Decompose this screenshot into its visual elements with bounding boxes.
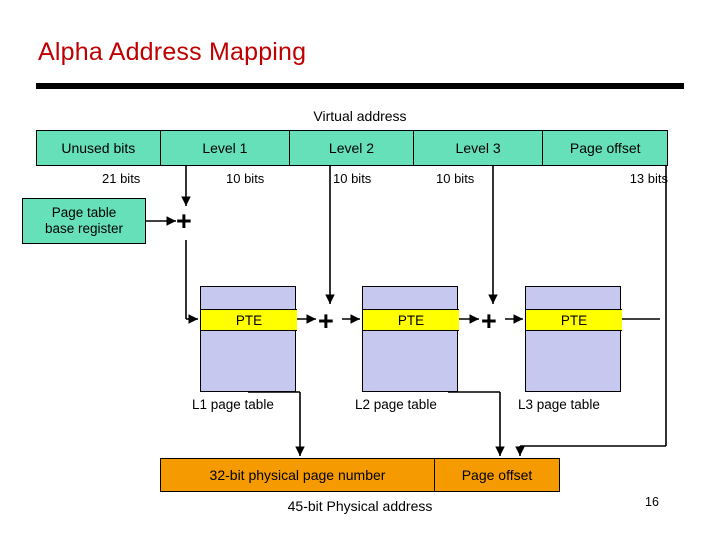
physical-address-caption: 45-bit Physical address xyxy=(287,498,433,514)
bits-level-2: 10 bits xyxy=(333,171,372,186)
ptbr-line-2: base register xyxy=(44,221,124,236)
virtual-address-caption: Virtual address xyxy=(313,108,407,124)
l2-page-table: PTE xyxy=(362,286,459,392)
bits-unused: 21 bits xyxy=(102,171,141,186)
va-field-level-1: Level 1 xyxy=(160,131,291,165)
bits-level-3: 10 bits xyxy=(436,171,475,186)
l3-pte-entry: PTE xyxy=(526,309,622,331)
ptbr-line-1: Page table xyxy=(51,205,117,220)
l2-pte-entry: PTE xyxy=(363,309,459,331)
l3-page-table: PTE xyxy=(525,286,622,392)
bits-level-1: 10 bits xyxy=(226,171,265,186)
l3-page-table-label: L3 page table xyxy=(518,397,600,412)
page-title: Alpha Address Mapping xyxy=(38,38,307,66)
page-table-base-register-box: Page table base register xyxy=(22,198,146,244)
adder-level-3: + xyxy=(481,306,497,336)
bits-page-offset: 13 bits xyxy=(629,171,668,186)
virtual-address-bit-widths: 21 bits 10 bits 10 bits 10 bits 13 bits xyxy=(36,171,668,189)
va-field-page-offset: Page offset xyxy=(543,131,668,165)
va-field-unused-bits: Unused bits xyxy=(37,131,161,165)
adder-ptbr: + xyxy=(176,206,192,236)
virtual-address-field-row: Unused bits Level 1 Level 2 Level 3 Page… xyxy=(36,130,668,166)
va-field-level-3: Level 3 xyxy=(413,131,544,165)
l2-page-table-label: L2 page table xyxy=(355,397,437,412)
physical-page-offset-field: Page offset xyxy=(435,459,559,491)
adder-level-2: + xyxy=(318,306,334,336)
l1-pte-entry: PTE xyxy=(201,309,297,331)
physical-page-number-field: 32-bit physical page number xyxy=(161,459,435,491)
l1-page-table-label: L1 page table xyxy=(192,397,274,412)
slide-number: 16 xyxy=(645,495,659,509)
physical-address-row: 32-bit physical page number Page offset xyxy=(160,458,560,492)
l1-page-table: PTE xyxy=(200,286,297,392)
title-divider xyxy=(36,83,684,89)
va-field-level-2: Level 2 xyxy=(290,131,414,165)
